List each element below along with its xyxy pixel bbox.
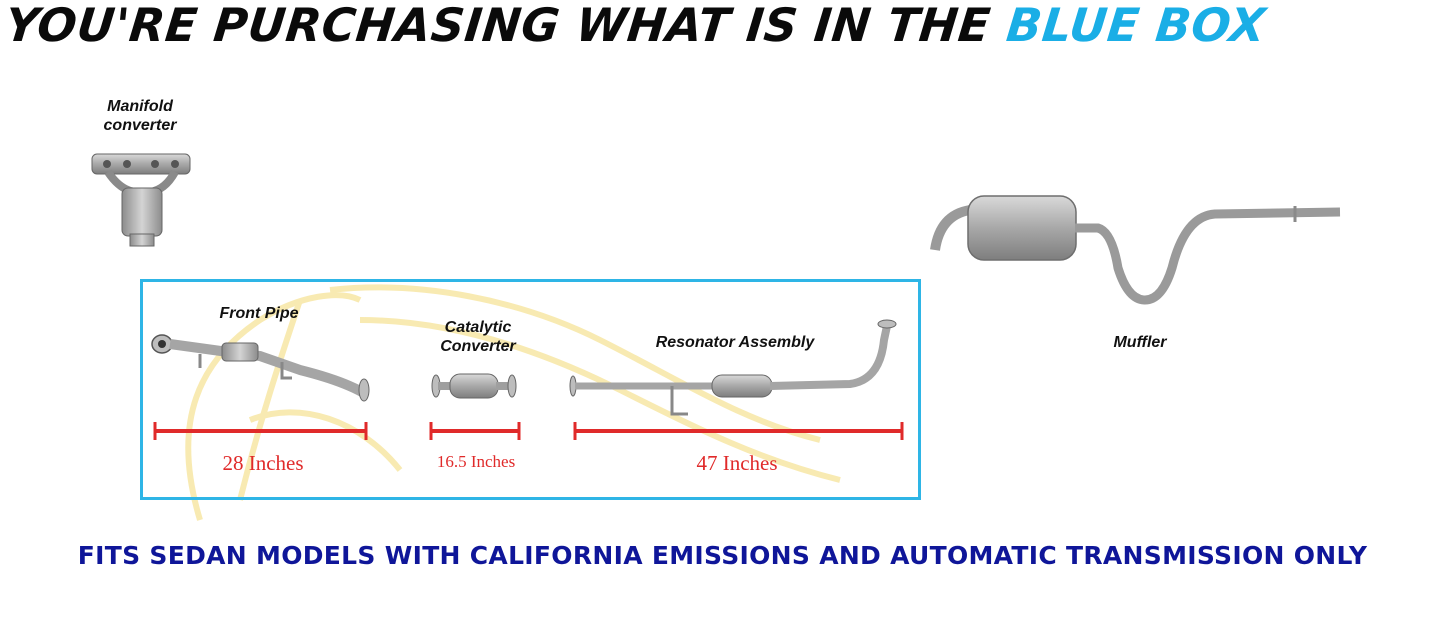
watermark-logo: [185, 284, 841, 521]
dimension-label-catalytic-converter: 16.5 Inches: [436, 452, 516, 471]
fitment-note: FITS SEDAN MODELS WITH CALIFORNIA EMISSI…: [77, 541, 1368, 570]
front-pipe-illustration: [151, 334, 370, 402]
resonator-assembly-illustration: [569, 319, 897, 416]
dimension-bar-catalytic-converter: [429, 422, 521, 440]
dimension-label-resonator-assembly: 47 Inches: [696, 451, 778, 475]
dimension-label-front-pipe: 28 Inches: [222, 451, 304, 475]
muffler-illustration: [930, 195, 1341, 305]
blue-box: [140, 279, 921, 500]
label-front-pipe: Front Pipe: [219, 305, 299, 322]
dimension-bar-resonator-assembly: [573, 422, 904, 440]
catalytic-converter-illustration: [431, 373, 517, 399]
label-resonator-assembly: Resonator Assembly: [655, 334, 815, 351]
label-manifold-converter: Manifold converter: [103, 98, 177, 134]
dimension-bar-front-pipe: [153, 422, 368, 440]
label-catalytic-converter: Catalytic Converter: [440, 319, 516, 355]
manifold-converter-illustration: [91, 153, 191, 247]
label-muffler: Muffler: [1113, 334, 1167, 351]
